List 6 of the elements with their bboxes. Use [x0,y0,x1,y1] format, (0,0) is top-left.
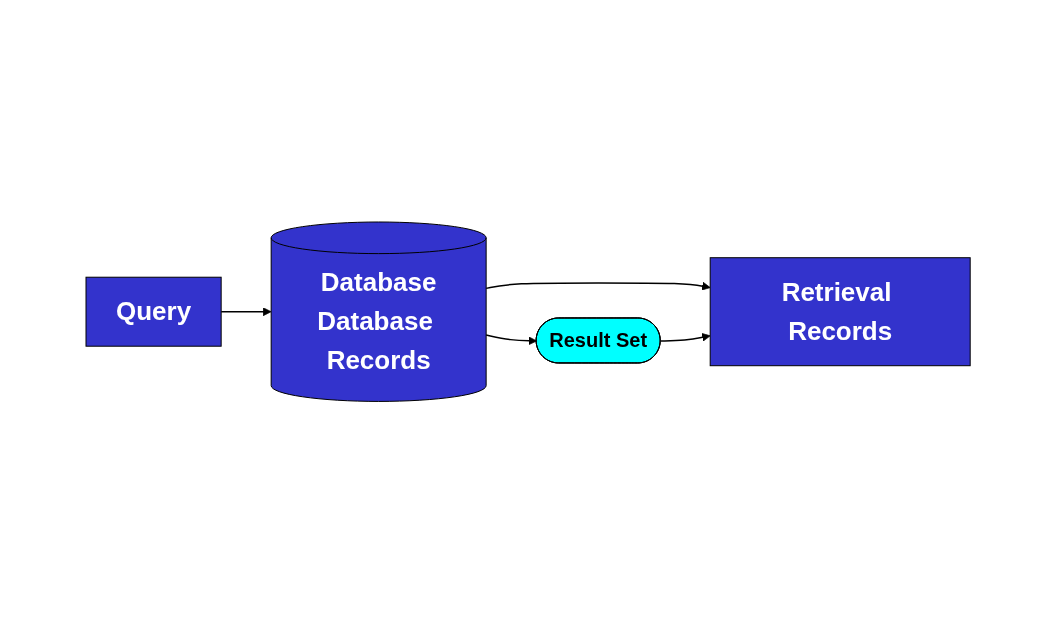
arrow [220,307,272,316]
arrow [485,334,538,345]
arrow [485,281,711,291]
node-box: Query [85,276,223,347]
arrow [660,332,711,342]
node-box: Retrieval Records [710,257,972,366]
